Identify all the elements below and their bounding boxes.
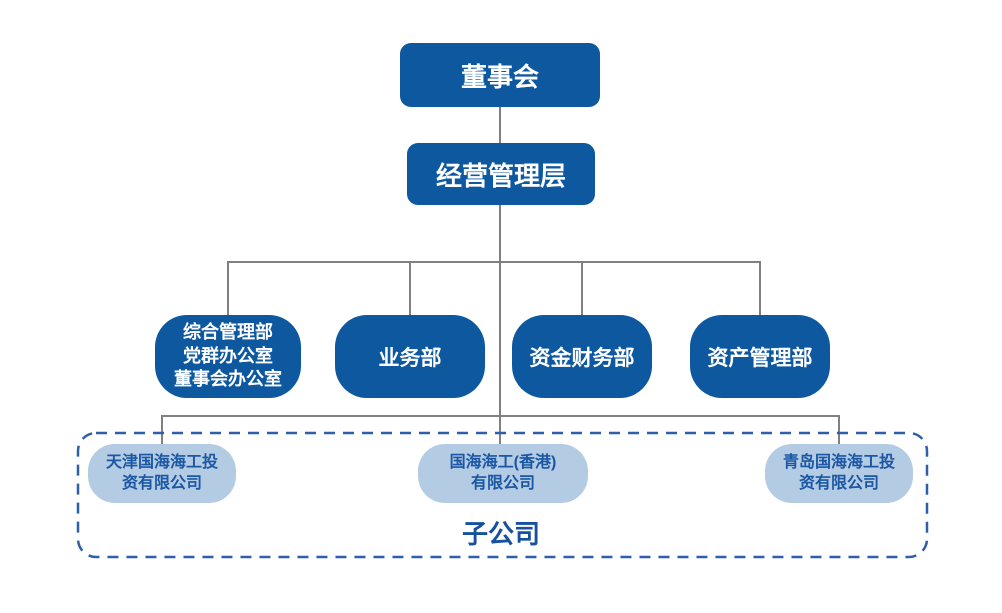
dept-box-business: 业务部 xyxy=(335,315,485,398)
subsidiaries-dashed-frame xyxy=(76,431,929,559)
subsidiary-box-tianjin: 天津国海海工投 资有限公司 xyxy=(88,444,236,503)
subsidiaries-group-label: 子公司 xyxy=(461,519,540,549)
subsidiary-box-qingdao: 青岛国海海工投 资有限公司 xyxy=(765,444,913,503)
dept-box-asset-management: 资产管理部 xyxy=(690,315,830,398)
connector-subsidiary-elbow xyxy=(161,415,840,444)
connector-department-elbow xyxy=(227,261,761,317)
board-of-directors-box: 董事会 xyxy=(400,43,600,107)
subsidiary-box-hongkong: 国海海工(香港) 有限公司 xyxy=(418,444,588,503)
management-level-box: 经营管理层 xyxy=(407,143,595,205)
dept-box-finance: 资金财务部 xyxy=(512,315,652,398)
dept-box-general-admin: 综合管理部 党群办公室 董事会办公室 xyxy=(155,315,301,398)
